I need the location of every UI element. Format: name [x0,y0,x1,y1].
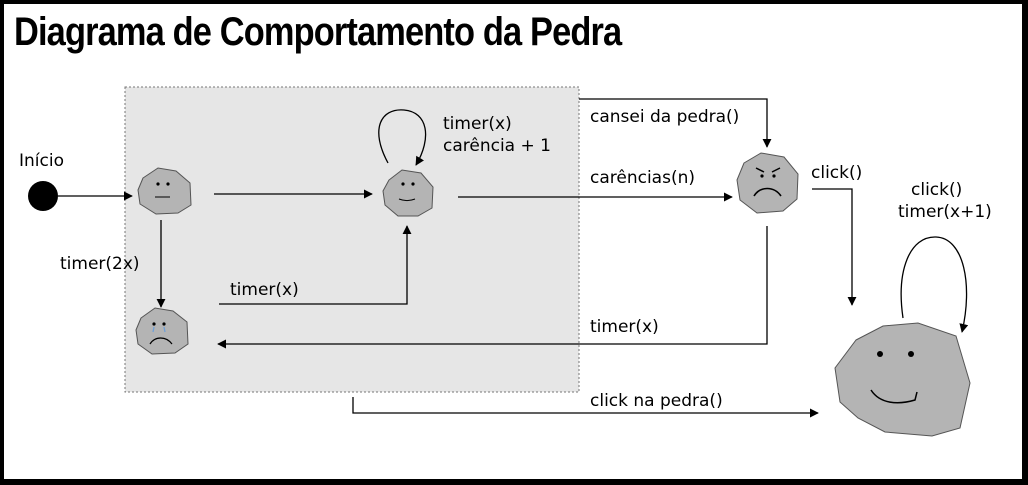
diagram-title: Diagrama de Comportamento da Pedra [14,10,622,54]
self-loop-label-line2: carência + 1 [443,136,551,156]
timer-x-up-arrow [219,225,412,305]
timer-x-back-label: timer(x) [590,317,659,337]
self-loop-arrow [378,109,427,166]
cansei-arrow [579,98,772,148]
carencias-label: carências(n) [590,168,695,188]
cansei-label: cansei da pedra() [590,107,740,127]
click-na-pedra-arrow [352,397,819,418]
click-na-pedra-label: click na pedra() [590,391,723,411]
composite-state-region [124,86,580,393]
stone-happy [834,322,971,437]
happy-loop-label-line1: click() [911,180,963,200]
stone-neutral-loop [382,169,434,217]
click-arrow [812,188,857,306]
timer-x-up-label: timer(x) [230,280,299,300]
timer-2x-label: timer(2x) [60,254,140,274]
stone-angry [736,152,799,214]
stone-sad [135,307,189,355]
timer-x-back-arrow [217,226,768,349]
self-loop-label-line1: timer(x) [443,114,512,134]
start-node [28,181,58,211]
start-label: Início [19,151,64,171]
click-label: click() [811,163,863,183]
happy-loop-label-line2: timer(x+1) [898,202,992,222]
happy-loop-arrow [900,236,969,333]
stone-neutral [137,167,192,215]
